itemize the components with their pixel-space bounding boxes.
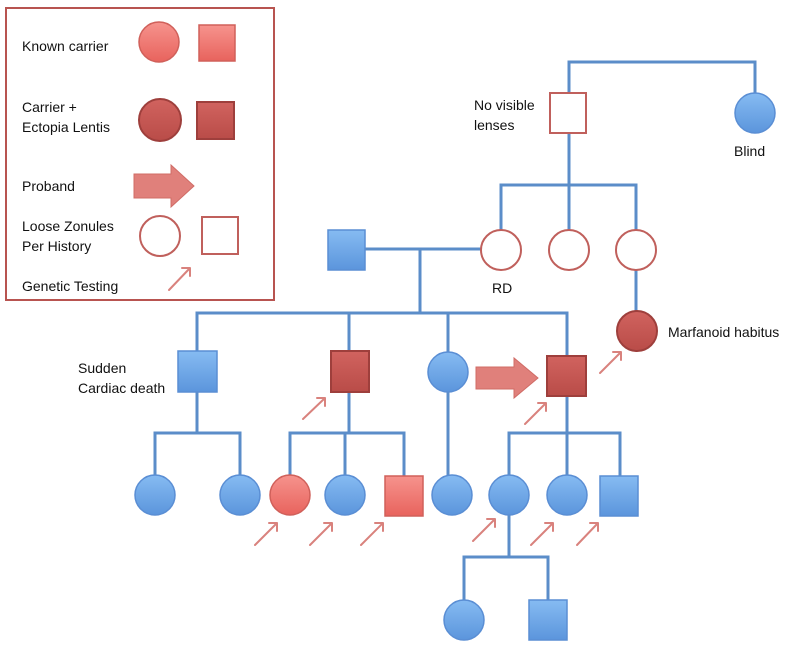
g3-male-2-symbol	[330, 350, 370, 393]
pedigree-lines	[153, 60, 757, 602]
genetic-testing-arrow-g4-3	[360, 522, 384, 546]
marfanoid-habitus-label: Marfanoid habitus	[668, 324, 780, 340]
g3-proband-descent	[507, 394, 622, 477]
g2-sibship-line	[499, 183, 638, 232]
legend-known-carrier-label: Known carrier	[22, 38, 109, 54]
sudden-cardiac-death-label-line2: Cardiac death	[78, 380, 166, 396]
legend-genetic-testing-label: Genetic Testing	[22, 278, 119, 294]
g4-female-5-symbol	[431, 474, 473, 516]
no-visible-lenses-label-line2: lenses	[474, 117, 515, 133]
genetic-testing-arrow-g3-male2	[302, 397, 326, 420]
genetic-testing-arrow-g4-2	[309, 522, 333, 546]
genetic-testing-arrow-marfanoid	[599, 351, 622, 374]
g2-male-symbol	[327, 229, 366, 271]
sudden-cardiac-death-label-line1: Sudden	[78, 360, 127, 376]
genetic-testing-arrow-g4-6	[576, 522, 599, 546]
legend-loose-label-line2: Per History	[22, 238, 92, 254]
proband-arrow	[475, 356, 539, 400]
g1-female-symbol	[734, 92, 776, 134]
g3-sibship-line	[195, 311, 569, 357]
g4-male-1-symbol	[384, 475, 424, 517]
genetic-testing-arrows	[168, 267, 622, 546]
legend-known-carrier-square	[198, 24, 236, 62]
legend-loose-circle	[139, 215, 181, 257]
g2-female-1-symbol	[480, 229, 522, 271]
g4-female-6-symbol	[488, 474, 530, 516]
g3-male1-descent	[153, 391, 242, 477]
legend-carrier-el-circle	[138, 98, 182, 142]
blind-label: Blind	[734, 143, 766, 159]
no-visible-lenses-label-line1: No visible	[474, 97, 535, 113]
g4-female-3-symbol	[269, 474, 311, 516]
legend-genetic-testing-arrow	[168, 267, 191, 291]
g5-female-symbol	[443, 599, 485, 641]
legend-carrier-el-label-line1: Carrier +	[22, 99, 77, 115]
g1-male-symbol	[549, 92, 587, 134]
g3-male2-descent	[288, 391, 406, 477]
g4-female-4-symbol	[324, 474, 366, 516]
g4-male-2-symbol	[599, 475, 639, 517]
g4-female-1-symbol	[134, 474, 176, 516]
legend-known-carrier-circle	[138, 21, 180, 63]
legend-proband-arrow	[133, 163, 195, 209]
g3-male-1-symbol	[177, 350, 218, 393]
legend-proband-label: Proband	[22, 178, 75, 194]
legend-carrier-el-label-line2: Ectopia Lentis	[22, 119, 110, 135]
g1-marriage-line	[567, 60, 757, 94]
legend-box	[5, 7, 275, 301]
genetic-testing-arrow-g4-1	[254, 522, 278, 546]
g3-female-marfanoid-symbol	[616, 310, 658, 352]
g3-male-3-symbol	[546, 355, 587, 397]
g3-female-symbol	[427, 351, 469, 393]
genetic-testing-arrow-proband	[524, 402, 547, 425]
legend-carrier-el-square	[196, 101, 235, 140]
g2-female-2-symbol	[548, 229, 590, 271]
g5-male-symbol	[528, 599, 568, 641]
g4-female-7-symbol	[546, 474, 588, 516]
g4-descent	[462, 512, 550, 602]
g2-female-3-symbol	[615, 229, 657, 271]
legend-loose-label-line1: Loose Zonules	[22, 218, 114, 234]
genetic-testing-arrow-g4-4	[472, 518, 496, 542]
legend-loose-square	[201, 216, 239, 255]
genetic-testing-arrow-g4-5	[530, 522, 554, 546]
g4-female-2-symbol	[219, 474, 261, 516]
rd-label: RD	[492, 280, 513, 296]
